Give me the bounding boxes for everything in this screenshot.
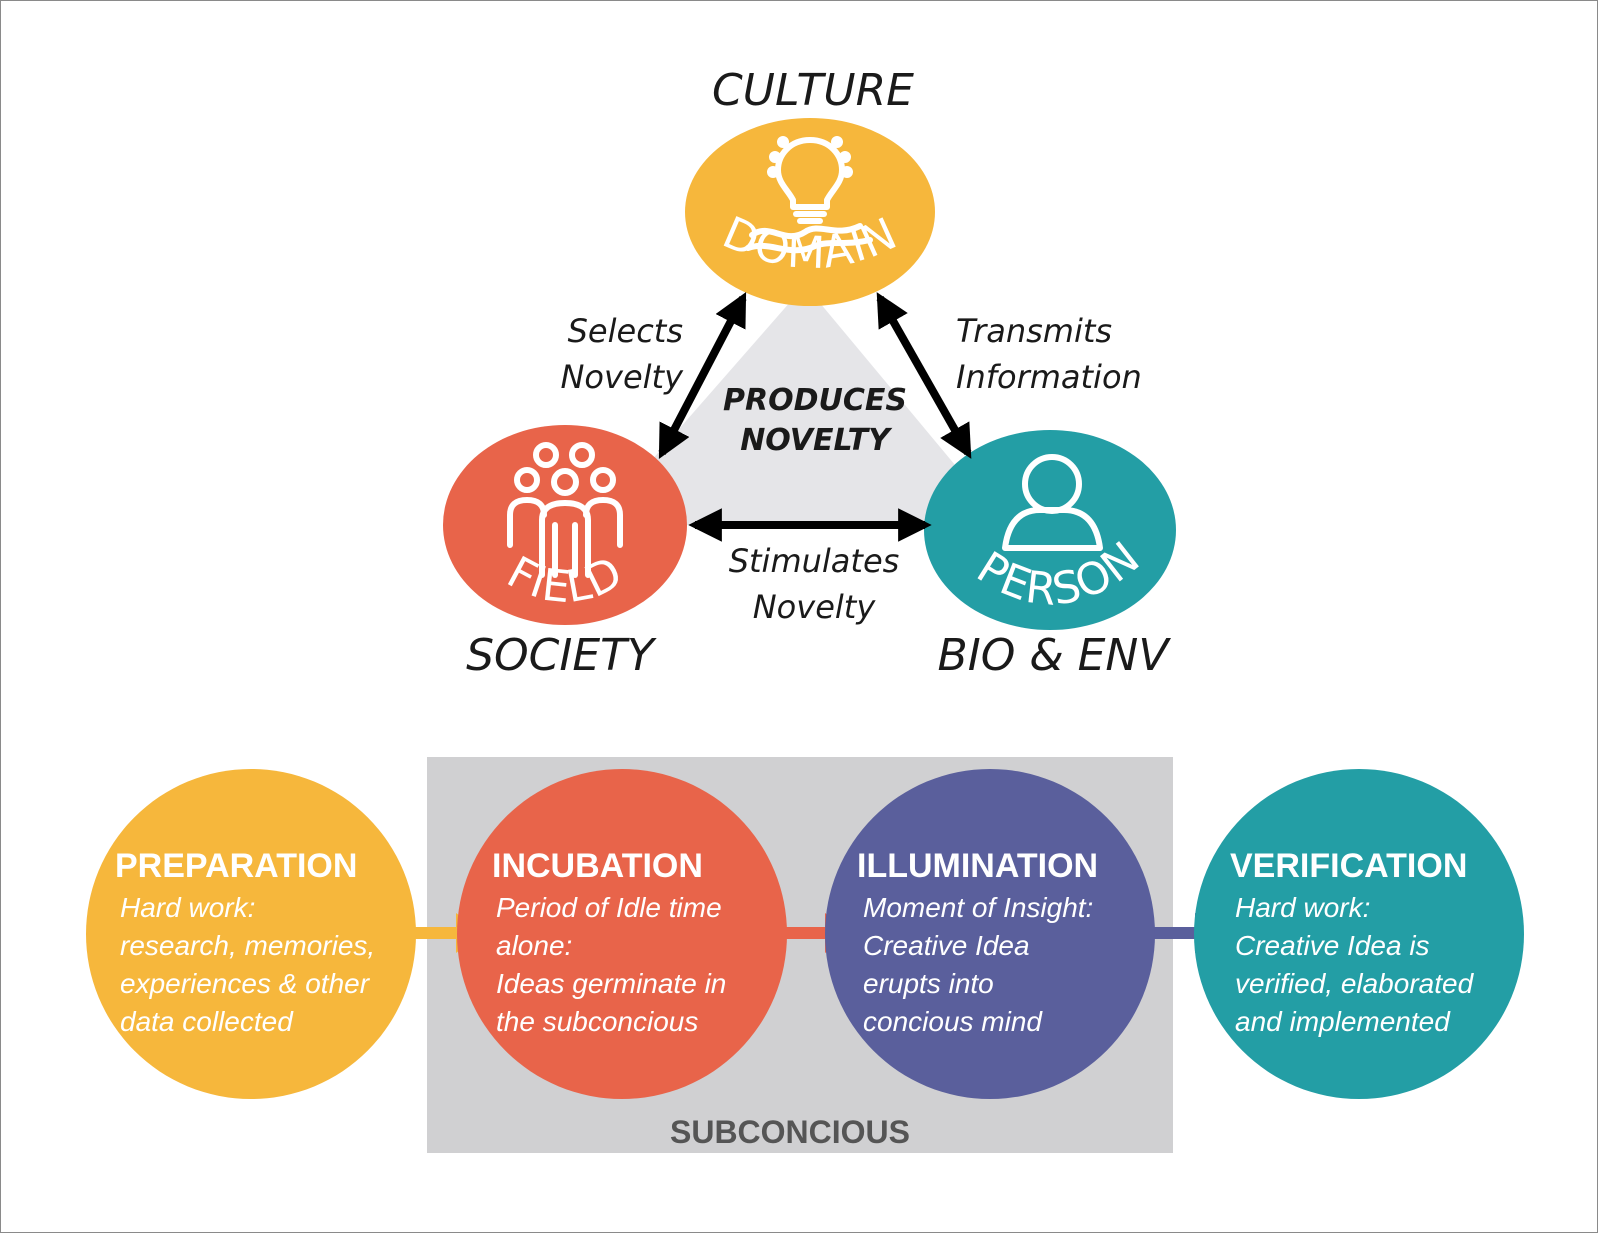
relation-domain-person-line1: Transmits [956,312,1112,350]
stage-line: verified, elaborated [1235,968,1475,999]
stage-line: concious mind [863,1006,1043,1037]
relation-person-field-line2: Novelty [753,588,877,626]
person-icon [1002,454,1103,551]
systems-model: DOMAIN FIELD PERSON [443,65,1176,681]
stage-line: and implemented [1235,1006,1451,1037]
stage-title-preparation: PREPARATION [115,847,357,885]
stage-line: Period of Idle time [496,892,722,923]
stage-line: Creative Idea [863,930,1030,961]
stage-line: Ideas germinate in [496,968,726,999]
stage-circle-preparation [86,769,416,1099]
stage-line: experiences & other [120,968,371,999]
stage-line: Hard work: [120,892,255,923]
stage-line: alone: [496,930,572,961]
center-triangle [595,285,1005,525]
stage-circle-illumination [825,769,1155,1099]
field-circle [443,425,687,625]
stage-line: the subconcious [496,1006,698,1037]
stage-line: data collected [120,1006,294,1037]
center-label-line1: PRODUCES [723,383,907,418]
stage-line: Hard work: [1235,892,1370,923]
stage-line: erupts into [863,968,994,999]
domain-caption: CULTURE [712,65,914,116]
field-caption: SOCIETY [466,630,657,681]
stage-line: research, memories, [120,930,375,961]
relation-field-domain-line1: Selects [568,312,683,350]
arrow-domain-person [876,292,972,459]
subconscious-label: SUBCONCIOUS [670,1114,910,1150]
relation-person-field-line1: Stimulates [729,542,900,580]
person-circle [924,430,1176,630]
stage-circle-incubation [457,769,787,1099]
stage-title-verification: VERIFICATION [1230,847,1467,885]
stage-line: Moment of Insight: [863,892,1093,923]
stage-title-incubation: INCUBATION [492,847,703,885]
person-caption: BIO & ENV [938,630,1172,681]
creative-process: SUBCONCIOUS PREPARATION Hard work: resea… [86,757,1524,1153]
relation-domain-person-line2: Information [956,358,1142,396]
stage-title-illumination: ILLUMINATION [857,847,1098,885]
stage-line: Creative Idea is [1235,930,1430,961]
center-label-line2: NOVELTY [740,423,893,458]
relation-field-domain-line2: Novelty [560,358,684,396]
lightbulb-hand-icon [745,136,873,254]
stage-circle-verification [1194,769,1524,1099]
arrow-field-domain [658,292,747,459]
group-people-icon [507,442,623,578]
